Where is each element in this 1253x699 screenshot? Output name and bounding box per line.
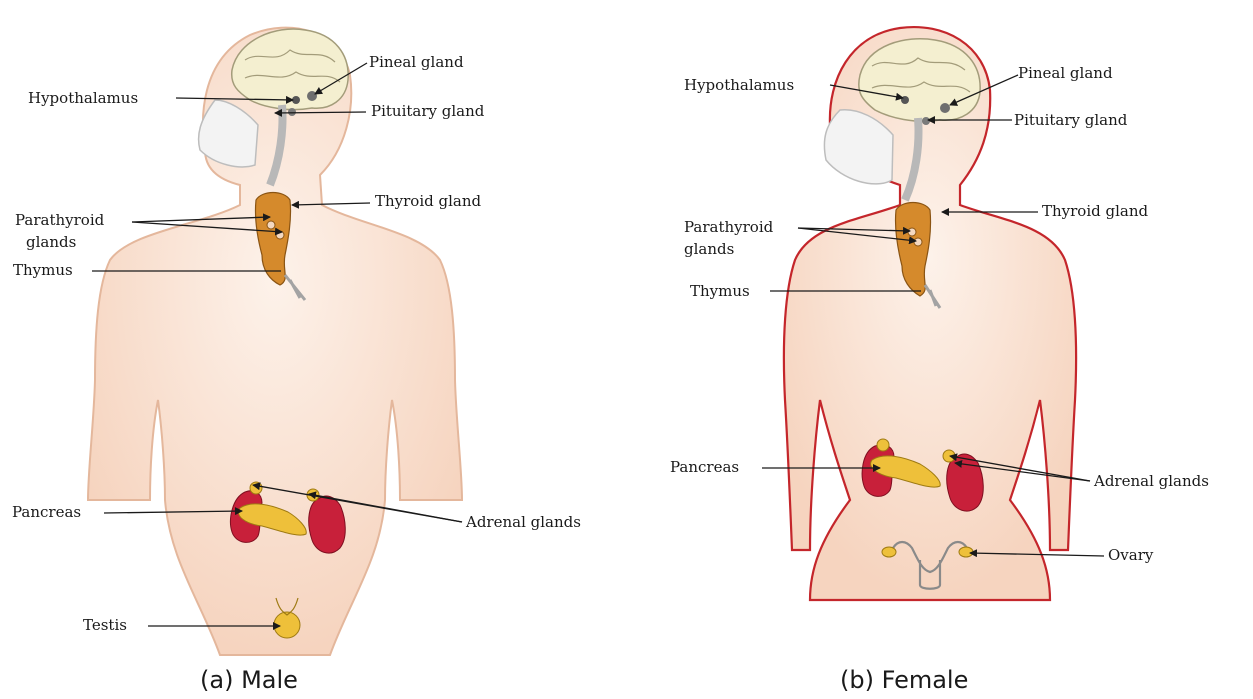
female-caption: (b) Female: [840, 666, 968, 694]
male-label-pineal: Pineal gland: [369, 53, 464, 71]
female-figure: Hypothalamus Pineal gland Pituitary glan…: [670, 27, 1209, 694]
male-label-parathyroid-2: glands: [26, 233, 76, 251]
male-testis: [274, 612, 300, 638]
female-label-hypothalamus: Hypothalamus: [684, 76, 794, 94]
female-label-parathyroid-1: Parathyroid: [684, 218, 774, 236]
male-label-pancreas: Pancreas: [12, 503, 81, 521]
female-pineal-gland: [940, 103, 950, 113]
female-label-pineal: Pineal gland: [1018, 64, 1113, 82]
female-ovary-right: [959, 547, 973, 557]
male-figure: Pineal gland Hypothalamus Pituitary glan…: [12, 28, 581, 694]
male-hypothalamus: [292, 96, 300, 104]
male-label-thyroid: Thyroid gland: [375, 192, 482, 210]
male-caption: (a) Male: [200, 666, 298, 694]
female-parathyroid: [908, 228, 916, 236]
female-adrenal: [877, 439, 889, 451]
female-label-ovary: Ovary: [1108, 546, 1154, 564]
male-kidney-right: [309, 496, 346, 553]
male-label-thymus: Thymus: [13, 261, 73, 279]
female-ovary-left: [882, 547, 896, 557]
male-label-pituitary: Pituitary gland: [371, 102, 485, 120]
male-body-silhouette: [88, 28, 462, 655]
male-pituitary-gland: [288, 108, 296, 116]
female-kidney-right: [947, 454, 984, 511]
female-pituitary-gland: [922, 117, 930, 125]
female-label-pituitary: Pituitary gland: [1014, 111, 1128, 129]
male-parathyroid: [267, 221, 275, 229]
female-brain: [859, 39, 980, 122]
female-label-adrenal: Adrenal glands: [1093, 472, 1209, 490]
male-label-hypothalamus: Hypothalamus: [28, 89, 138, 107]
female-label-parathyroid-2: glands: [684, 240, 734, 258]
female-label-pancreas: Pancreas: [670, 458, 739, 476]
male-adrenal: [250, 482, 262, 494]
female-label-thyroid: Thyroid gland: [1042, 202, 1149, 220]
male-label-adrenal: Adrenal glands: [465, 513, 581, 531]
male-label-parathyroid-1: Parathyroid: [15, 211, 105, 229]
female-label-thymus: Thymus: [690, 282, 750, 300]
male-pineal-gland: [307, 91, 317, 101]
male-label-testis: Testis: [83, 616, 127, 634]
